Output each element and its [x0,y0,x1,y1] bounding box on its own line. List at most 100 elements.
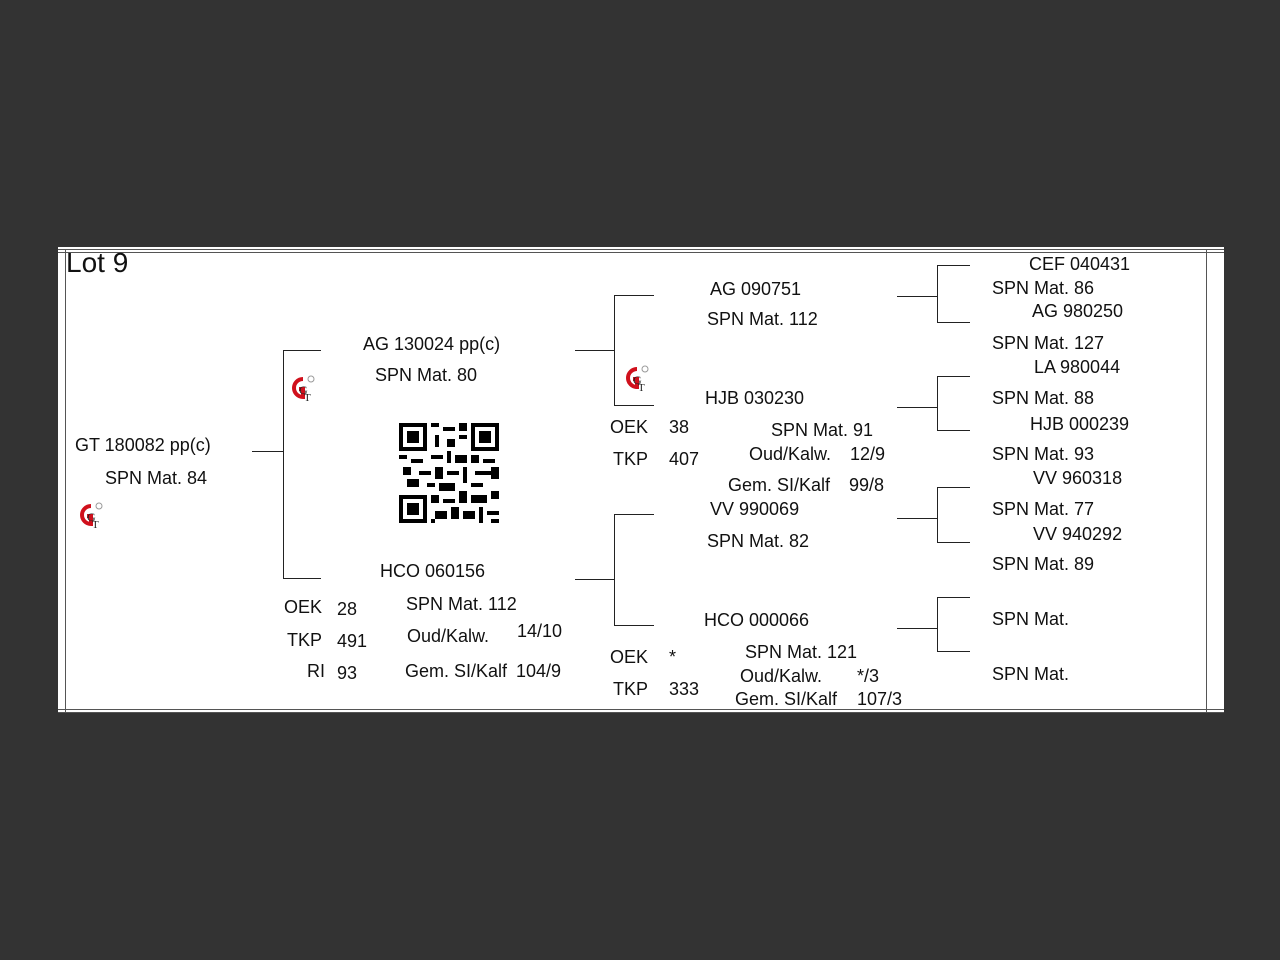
connector [614,625,654,626]
connector [937,597,970,598]
subject-id: GT 180082 pp(c) [75,435,211,455]
dam-dam-oek-value: * [669,647,677,667]
subject-spn: SPN Mat. 84 [105,468,208,488]
dam-sire-spn: SPN Mat. 82 [707,531,810,551]
sire-sire-id: AG 090751 [710,279,802,299]
dam-tkp-label: TKP [287,630,323,650]
frame-bottom [58,709,1224,710]
sire-dam-gem-label: Gem. SI/Kalf [728,475,831,495]
connector [897,518,937,519]
connector [575,579,615,580]
svg-text:T: T [304,392,311,403]
connector [937,542,970,543]
dam-dam-spn: SPN Mat. 121 [745,642,858,662]
dam-dam-oek-label: OEK [610,647,649,667]
svg-text:G: G [299,383,308,397]
connector [283,350,284,579]
connector [937,376,970,377]
connector [937,265,970,266]
frame-top-inner [58,252,1224,253]
gen3-id: LA 980044 [1034,357,1121,377]
connector [937,322,970,323]
gen3-spn: SPN Mat. [992,664,1070,684]
sire-dam-gem-value: 99/8 [849,475,885,495]
gen3-spn: SPN Mat. 89 [992,554,1095,574]
gen3-id: VV 940292 [1033,524,1123,544]
connector [937,487,970,488]
sire-dam-oud-label: Oud/Kalw. [749,444,832,464]
connector [614,514,615,626]
sire-dam-oek-label: OEK [610,417,649,437]
dam-dam-oud-value: */3 [857,666,880,686]
connector [937,376,938,431]
dam-dam-oud-label: Oud/Kalw. [740,666,823,686]
svg-text:G: G [87,510,96,524]
connector [897,407,937,408]
gen3-spn: SPN Mat. 77 [992,499,1095,519]
gen3-spn: SPN Mat. 86 [992,278,1095,298]
dam-sire-id: VV 990069 [710,499,800,519]
dam-dam-tkp-label: TKP [613,679,649,699]
connector [614,405,654,406]
dam-dam-tkp-value: 333 [669,679,700,699]
lot-title: Lot 9 [66,247,129,278]
sire-dam-oek-value: 38 [669,417,690,437]
sire-sire-spn: SPN Mat. 112 [707,309,818,329]
svg-text:T: T [638,382,645,393]
gen3-spn: SPN Mat. [992,609,1070,629]
gen3-id: AG 980250 [1032,301,1124,321]
connector [575,350,615,351]
qr-code-icon [399,423,499,523]
connector [252,451,284,452]
connector [897,628,937,629]
gen3-id: HJB 000239 [1030,414,1130,434]
dam-id: HCO 060156 [380,561,486,581]
dam-dam-id: HCO 000066 [704,610,810,630]
sire-spn: SPN Mat. 80 [375,365,478,385]
sire-dam-tkp-label: TKP [613,449,649,469]
connector [937,430,970,431]
connector [614,295,615,406]
gen3-id: VV 960318 [1033,468,1123,488]
connector [283,578,321,579]
sire-dam-spn: SPN Mat. 91 [771,420,874,440]
frame-right [1206,249,1207,712]
dam-gem-value: 104/9 [516,661,562,681]
dam-oud-value: 14/10 [517,621,563,641]
connector [937,265,938,323]
dam-dam-gem-value: 107/3 [857,689,903,709]
sire-dam-tkp-value: 407 [669,449,700,469]
dam-ri-value: 93 [337,663,358,683]
frame-top [58,249,1224,250]
dam-oek-value: 28 [337,599,358,619]
connector [614,295,654,296]
sire-dam-id: HJB 030230 [705,388,805,408]
dam-oek-label: OEK [284,597,323,617]
frame-bottom-outer [58,712,1224,713]
connector [614,514,654,515]
dam-ri-label: RI [307,661,325,681]
connector [937,651,970,652]
connector [897,296,937,297]
dam-oud-label: Oud/Kalw. [407,626,490,646]
connector [283,350,321,351]
gen3-spn: SPN Mat. 88 [992,388,1095,408]
connector [937,487,938,543]
svg-text:T: T [92,519,99,530]
dam-dam-gem-label: Gem. SI/Kalf [735,689,838,709]
gen3-spn: SPN Mat. 93 [992,444,1095,464]
sire-dam-oud-value: 12/9 [850,444,886,464]
sire-id: AG 130024 pp(c) [363,334,501,354]
dam-tkp-value: 491 [337,631,368,651]
dam-spn: SPN Mat. 112 [406,594,517,614]
connector [937,597,938,652]
gen3-id: CEF 040431 [1029,254,1131,274]
gen3-spn: SPN Mat. 127 [992,333,1105,353]
frame-left [65,249,66,712]
svg-text:G: G [633,373,642,387]
dam-gem-label: Gem. SI/Kalf [405,661,508,681]
